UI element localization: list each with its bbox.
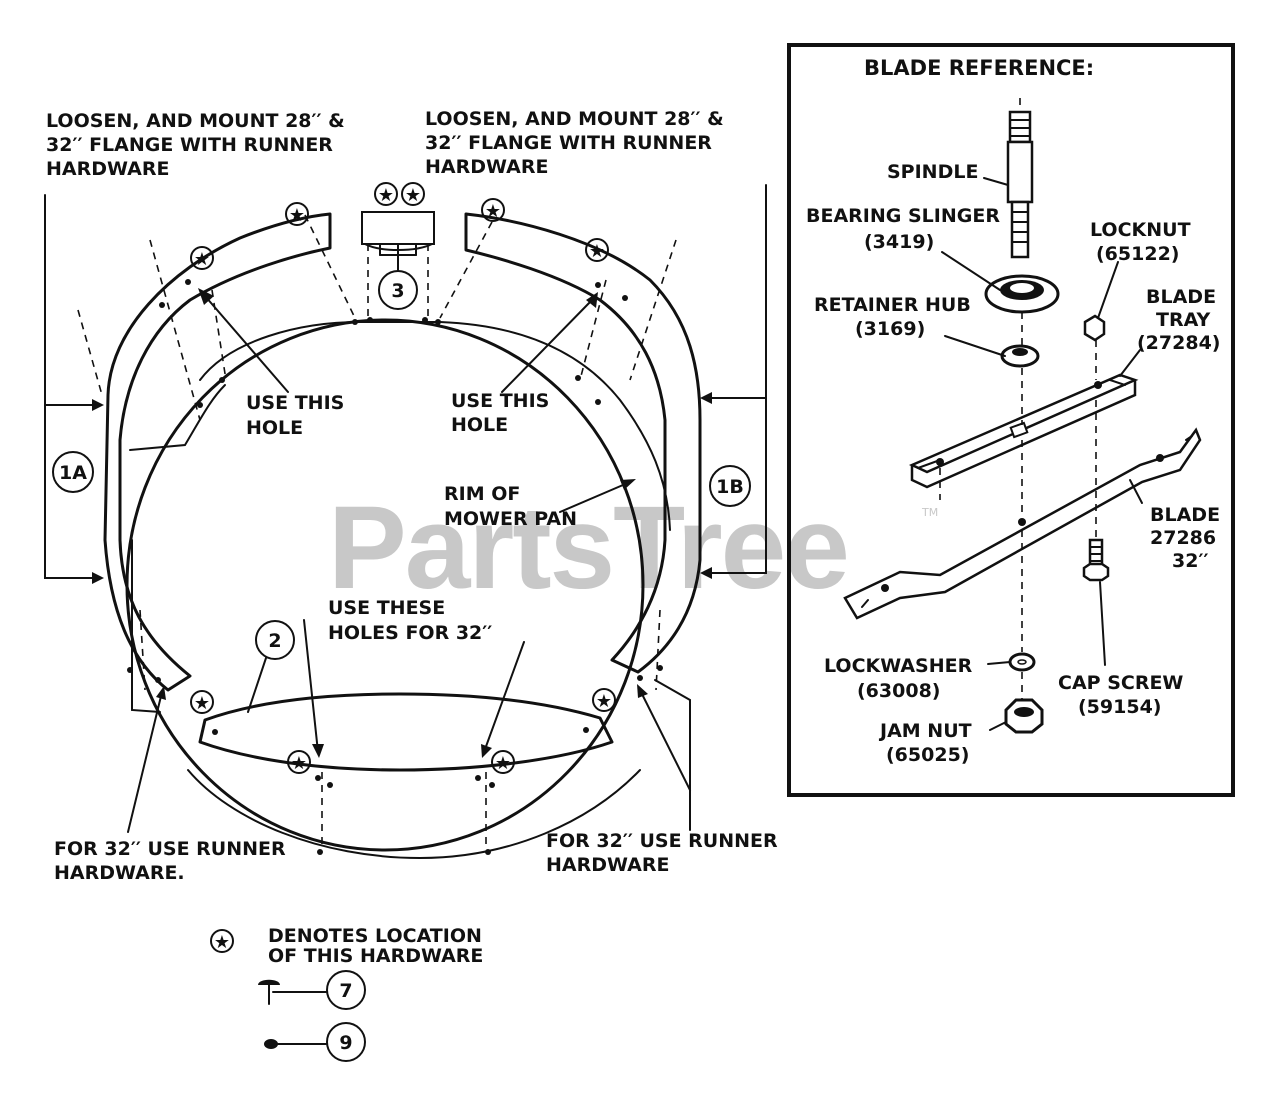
svg-text:9: 9 [339,1032,352,1054]
hardware-star-markers: ★ ★ ★ ★ ★ ★ ★ ★ ★ ★ [190,182,616,774]
legend: ★ DENOTES LOCATION OF THIS HARDWARE 7 9 [210,925,489,1062]
runner-bottom-contour [187,769,641,860]
deck-flange-drawing: ★ ★ ★ ★ ★ ★ ★ ★ ★ ★ [44,182,767,860]
mounting-holes [127,279,663,855]
retainer-hub-drawing [1000,344,1040,368]
watermark-tm: TM [921,506,938,519]
star-icon: ★ [214,932,230,953]
callout-2: 2 [255,620,295,660]
bearing-slinger-drawing [984,274,1060,314]
svg-text:★: ★ [291,753,307,774]
nut-icon [264,1039,278,1049]
label-bottom-right: FOR 32′′ USE RUNNER HARDWARE [546,830,784,876]
label-lockwasher: LOCKWASHER (63008) [824,655,979,702]
blade-reference-border [787,43,1235,797]
label-locknut: LOCKNUT (65122) [1090,219,1197,265]
label-use-these-holes: USE THESE HOLES FOR 32′′ [328,597,492,644]
cap-screw-drawing [1082,538,1110,582]
callout-1b: 1B [709,465,751,507]
svg-text:★: ★ [495,753,511,774]
watermark: PartsTree [328,482,848,614]
blade-reference-title: BLADE REFERENCE: [864,56,1094,80]
label-bearing-slinger: BEARING SLINGER (3419) [806,205,1007,253]
center-plate [361,211,435,245]
left-bracket-contour [129,384,226,451]
runner-right-leg [654,679,691,821]
label-blade: BLADE 27286 32′′ [1150,504,1227,572]
svg-text:★: ★ [596,691,612,712]
callout-3: 3 [378,270,418,310]
left-side-plate [131,539,161,713]
blade-reference-panel: BLADE REFERENCE: [787,43,1235,797]
svg-text:★: ★ [289,205,305,226]
jam-nut-drawing [1004,698,1044,734]
svg-text:★: ★ [485,201,501,222]
svg-text:1A: 1A [59,462,87,484]
bracket-left-leader [44,194,99,579]
callout-1a: 1A [52,451,94,493]
blade-drawing [843,427,1202,620]
screw-icon [258,979,280,985]
label-spindle: SPINDLE [887,161,978,183]
label-blade-tray: BLADE TRAY (27284) [1137,286,1223,354]
svg-text:2: 2 [268,630,281,652]
legend-denotes-text: DENOTES LOCATION OF THIS HARDWARE [268,925,489,967]
label-bottom-left: FOR 32′′ USE RUNNER HARDWARE. [54,838,292,884]
label-rim-of-mower-pan: RIM OF MOWER PAN [444,483,577,530]
svg-text:★: ★ [378,185,394,206]
rim-of-mower-pan [125,318,645,852]
inner-flange-contour [199,321,671,531]
spindle-drawing [1006,98,1034,259]
label-use-hole-left: USE THIS HOLE [246,392,351,439]
svg-text:1B: 1B [716,476,744,498]
flange-right-segment [464,212,702,674]
flange-left-segment [103,212,332,692]
label-retainer-hub: RETAINER HUB (3169) [814,294,977,340]
flange-bottom-segment [198,692,614,772]
label-use-hole-right: USE THIS HOLE [451,390,556,436]
label-left-top: LOOSEN, AND MOUNT 28′′ & 32′′ FLANGE WIT… [46,110,351,180]
lockwasher-drawing [1008,652,1036,672]
svg-text:3: 3 [391,280,404,302]
svg-text:★: ★ [194,249,210,270]
locknut-drawing [1083,314,1106,342]
svg-text:★: ★ [405,185,421,206]
svg-text:7: 7 [339,980,352,1002]
blade-tray-drawing [908,373,1139,489]
svg-text:★: ★ [194,693,210,714]
bracket-right-leader [704,184,767,574]
label-jam-nut: JAM NUT (65025) [878,720,978,766]
svg-text:★: ★ [589,241,605,262]
label-right-top: LOOSEN, AND MOUNT 28′′ & 32′′ FLANGE WIT… [425,108,730,178]
label-cap-screw: CAP SCREW (59154) [1058,672,1190,718]
